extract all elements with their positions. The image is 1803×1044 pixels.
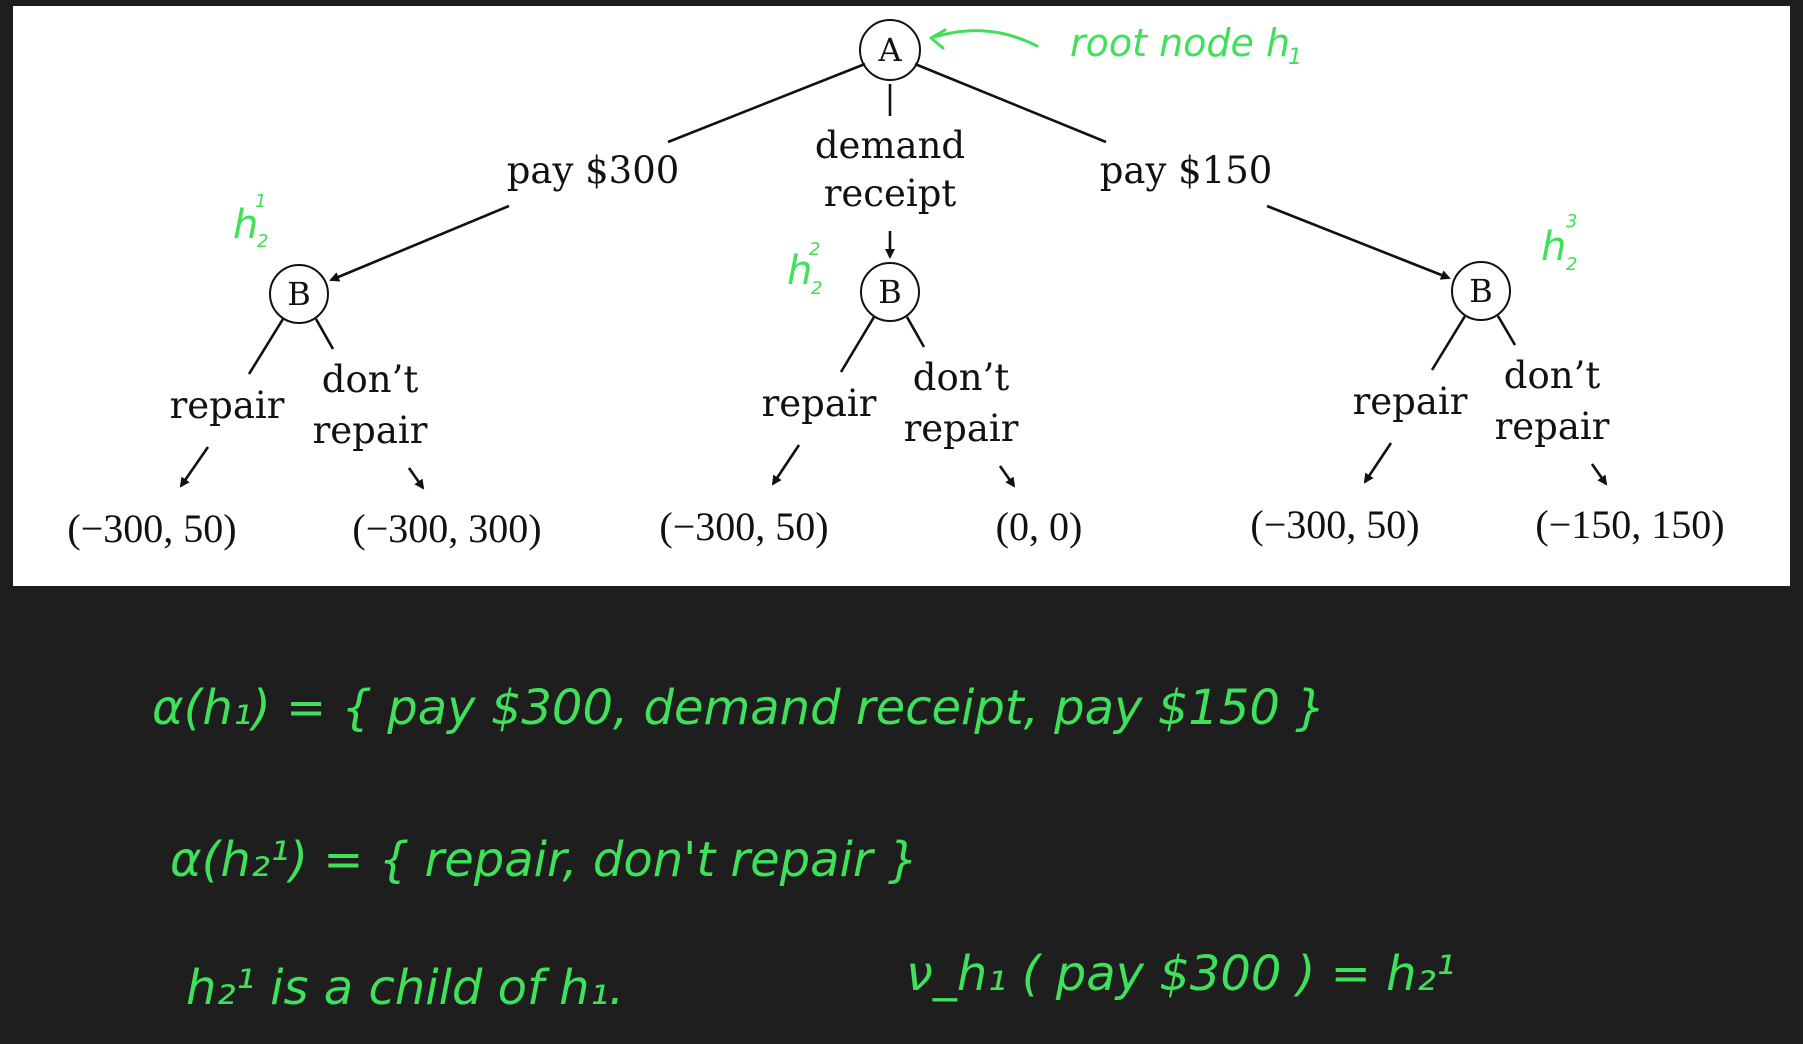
payoff-6: (−150, 150) <box>1535 502 1724 547</box>
node-b-middle-label: B <box>878 273 902 311</box>
payoff-4: (0, 0) <box>996 504 1083 549</box>
node-b-right <box>1451 261 1511 321</box>
arrow-right-repair <box>1363 442 1393 484</box>
edge-root-right-upper <box>914 62 1107 144</box>
note-line-3b: ν_h₁ ( pay $300 ) = h₂¹ <box>906 946 1455 1002</box>
node-middle-annotation-sub: 2 <box>811 278 822 299</box>
node-left-annotation-sub: 2 <box>257 231 268 252</box>
note-line-3a: h₂¹ is a child of h₁. <box>186 960 624 1016</box>
edge-right-dont <box>1496 315 1517 346</box>
root-node-label: A <box>877 31 902 69</box>
node-b-left <box>269 264 329 324</box>
note-line-1: α(h₁) = { pay $300, demand receipt, pay … <box>152 680 1326 736</box>
arrow-left-repair <box>179 446 210 488</box>
left-dont-label-1: don’t <box>322 358 419 401</box>
edge-middle-repair <box>839 316 876 373</box>
edge-root-left-lower <box>329 204 510 282</box>
payoff-1: (−300, 50) <box>67 506 236 551</box>
middle-repair-label: repair <box>762 382 877 425</box>
arrow-right-dont <box>1590 463 1608 486</box>
action-pay-150: pay $150 <box>1100 149 1273 192</box>
middle-dont-label-1: don’t <box>913 356 1010 399</box>
right-dont-label-2: repair <box>1495 405 1610 448</box>
node-b-left-label: B <box>287 275 311 313</box>
action-demand: demand <box>815 124 965 167</box>
node-right-annotation: h <box>1541 224 1566 270</box>
payoff-2: (−300, 300) <box>352 506 541 551</box>
node-left-annotation-sup: 1 <box>255 191 266 212</box>
root-node <box>859 19 921 81</box>
node-b-right-label: B <box>1469 272 1493 310</box>
root-annotation-sub: 1 <box>1288 45 1302 70</box>
node-left-annotation: h <box>233 202 258 248</box>
node-middle-annotation: h <box>787 248 812 294</box>
action-receipt: receipt <box>824 172 957 215</box>
middle-dont-label-2: repair <box>904 407 1019 450</box>
note-line-2: α(h₂¹) = { repair, don't repair } <box>170 832 918 888</box>
node-right-annotation-sup: 3 <box>1566 211 1577 232</box>
arrow-middle-dont <box>998 465 1016 488</box>
edge-left-repair <box>247 318 285 375</box>
node-right-annotation-sub: 2 <box>1566 254 1577 275</box>
right-repair-label: repair <box>1353 380 1468 423</box>
node-middle-annotation-sup: 2 <box>809 239 820 260</box>
node-b-middle <box>860 262 920 322</box>
arrow-left-dont <box>407 467 425 490</box>
root-annotation: root node h <box>1070 21 1290 65</box>
edge-left-dont <box>314 318 335 350</box>
edge-root-left-upper <box>667 62 866 144</box>
left-repair-label: repair <box>170 384 285 427</box>
payoff-3: (−300, 50) <box>659 504 828 549</box>
game-tree: A pay $300 demand receipt pay $150 B B B… <box>67 19 1725 551</box>
right-dont-label-1: don’t <box>1504 354 1601 397</box>
action-pay-300: pay $300 <box>507 149 680 192</box>
notes-area: α(h₁) = { pay $300, demand receipt, pay … <box>152 680 1455 1016</box>
payoff-5: (−300, 50) <box>1250 502 1419 547</box>
edge-middle-dont <box>905 316 926 348</box>
edge-root-right-lower <box>1266 204 1451 280</box>
left-dont-label-2: repair <box>313 409 428 452</box>
arrow-middle-repair <box>771 444 801 486</box>
root-annotation-arrow <box>929 28 1039 50</box>
edge-right-repair <box>1430 315 1467 371</box>
game-tree-panel: A pay $300 demand receipt pay $150 B B B… <box>13 6 1790 586</box>
